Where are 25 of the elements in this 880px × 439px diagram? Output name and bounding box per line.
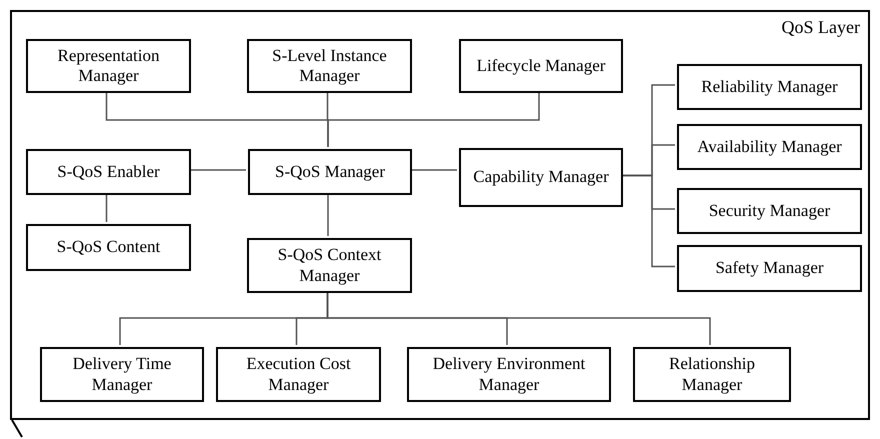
connector-line bbox=[326, 291, 711, 345]
manager-box: Representation Manager bbox=[26, 39, 191, 93]
layer-title: QoS Layer bbox=[782, 16, 860, 38]
layer-frame bbox=[10, 10, 870, 420]
manager-box: S-QoS Enabler bbox=[26, 149, 191, 195]
manager-box: Delivery Time Manager bbox=[40, 347, 204, 402]
connector-line bbox=[189, 169, 246, 171]
manager-box: S-QoS Manager bbox=[248, 149, 412, 195]
manager-box: Execution Cost Manager bbox=[216, 347, 381, 402]
manager-box: S-QoS Context Manager bbox=[247, 238, 412, 293]
manager-box: Delivery Environment Manager bbox=[407, 347, 611, 402]
manager-box: S-QoS Content bbox=[26, 224, 191, 271]
connector-line bbox=[327, 91, 540, 147]
manager-box: Capability Manager bbox=[459, 148, 623, 207]
manager-box: Lifecycle Manager bbox=[459, 39, 623, 93]
connector-line bbox=[106, 193, 108, 222]
manager-box: S-Level Instance Manager bbox=[247, 39, 412, 93]
manager-box: Security Manager bbox=[677, 188, 862, 234]
manager-box: Availability Manager bbox=[677, 124, 862, 170]
connector-line bbox=[327, 193, 329, 236]
manager-box: Safety Manager bbox=[677, 245, 862, 292]
manager-box: Reliability Manager bbox=[677, 64, 862, 110]
manager-box: Relationship Manager bbox=[633, 347, 791, 402]
connector-line bbox=[410, 169, 457, 171]
connector-line bbox=[621, 174, 675, 268]
